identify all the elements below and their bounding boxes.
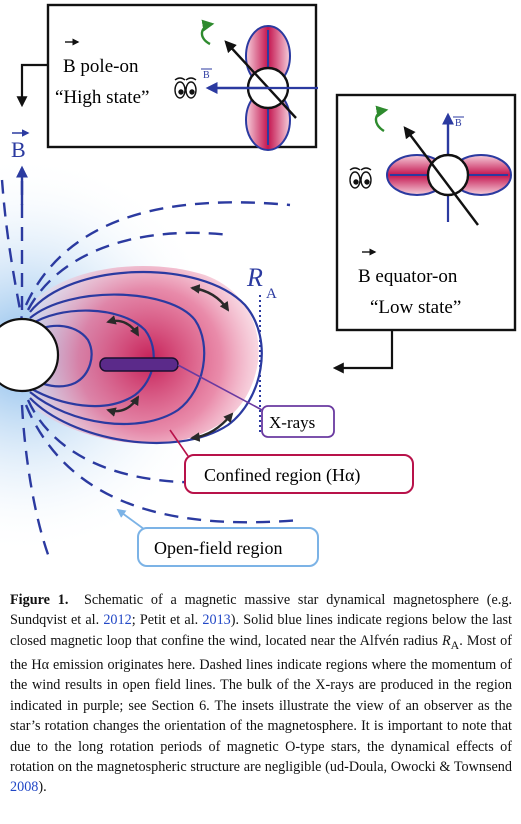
magnetosphere-schematic: B R A X-rays Confined region (Hα) Open-f… xyxy=(0,3,517,567)
alfven-radius-label: R xyxy=(246,263,263,292)
confined-region-label: Confined region (Hα) xyxy=(204,465,360,486)
confined-region xyxy=(30,266,259,444)
figure-label: Figure 1. xyxy=(10,592,69,608)
citation-link-sundqvist[interactable]: 2012 xyxy=(103,612,132,629)
caption-text-2: ; Petit et al. xyxy=(131,612,203,629)
observer-eyes-icon xyxy=(174,77,197,99)
xrays-leader xyxy=(177,364,263,411)
pole-on-line2: “High state” xyxy=(55,87,149,108)
pole-on-b-small: B xyxy=(203,70,210,81)
equator-on-b-small: B xyxy=(455,118,462,129)
confined-leader xyxy=(169,429,189,457)
open-field-callout xyxy=(137,527,319,567)
confined-callout xyxy=(184,454,414,494)
alfven-radius-subscript: A xyxy=(266,286,277,302)
alfven-radius-symbol-sub: A xyxy=(450,637,460,652)
alfven-radius-symbol: R xyxy=(442,632,451,649)
figure-caption: Figure 1. Schematic of a magnetic massiv… xyxy=(10,590,512,798)
pole-on-inset: B B pole-on “High state” xyxy=(16,3,318,151)
xray-region xyxy=(99,357,179,372)
star xyxy=(0,317,60,393)
caption-text-5: ). xyxy=(38,779,47,796)
caption-text-4: . Most of the Hα emission originates her… xyxy=(10,632,512,776)
observer-eyes-icon xyxy=(349,167,372,189)
citation-link-petit[interactable]: 2013 xyxy=(202,612,231,629)
caption-text-1: Schematic of a magnetic massive star dyn… xyxy=(10,592,512,629)
citation-link-uddoula[interactable]: 2008 xyxy=(10,779,39,796)
equator-on-line2: “Low state” xyxy=(370,297,461,318)
caption-text-3: ). Solid blue lines indicate regions bel… xyxy=(10,612,512,649)
b-axis-label: B xyxy=(11,137,26,162)
equator-on-line1: B equator-on xyxy=(358,266,458,287)
xrays-label: X-rays xyxy=(269,413,315,432)
circulation-arrows xyxy=(106,284,234,442)
pole-on-line1: B pole-on xyxy=(63,56,139,77)
open-field-label: Open-field region xyxy=(154,538,282,558)
xrays-callout xyxy=(261,405,335,438)
equator-on-inset: B B equator-on “Low state” xyxy=(332,93,517,374)
